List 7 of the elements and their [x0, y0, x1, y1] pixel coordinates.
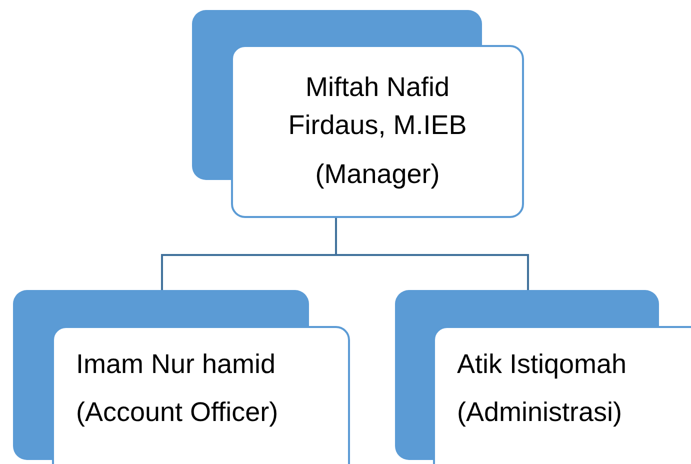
person-name: Imam Nur hamid: [76, 348, 276, 381]
job-title: (Administrasi): [457, 396, 622, 429]
person-name: Miftah Nafid Firdaus, M.IEB: [287, 70, 468, 142]
job-title: (Account Officer): [76, 396, 278, 429]
job-title: (Manager): [315, 158, 440, 192]
person-name: Atik Istiqomah: [457, 348, 627, 381]
connector-line: [335, 218, 529, 290]
